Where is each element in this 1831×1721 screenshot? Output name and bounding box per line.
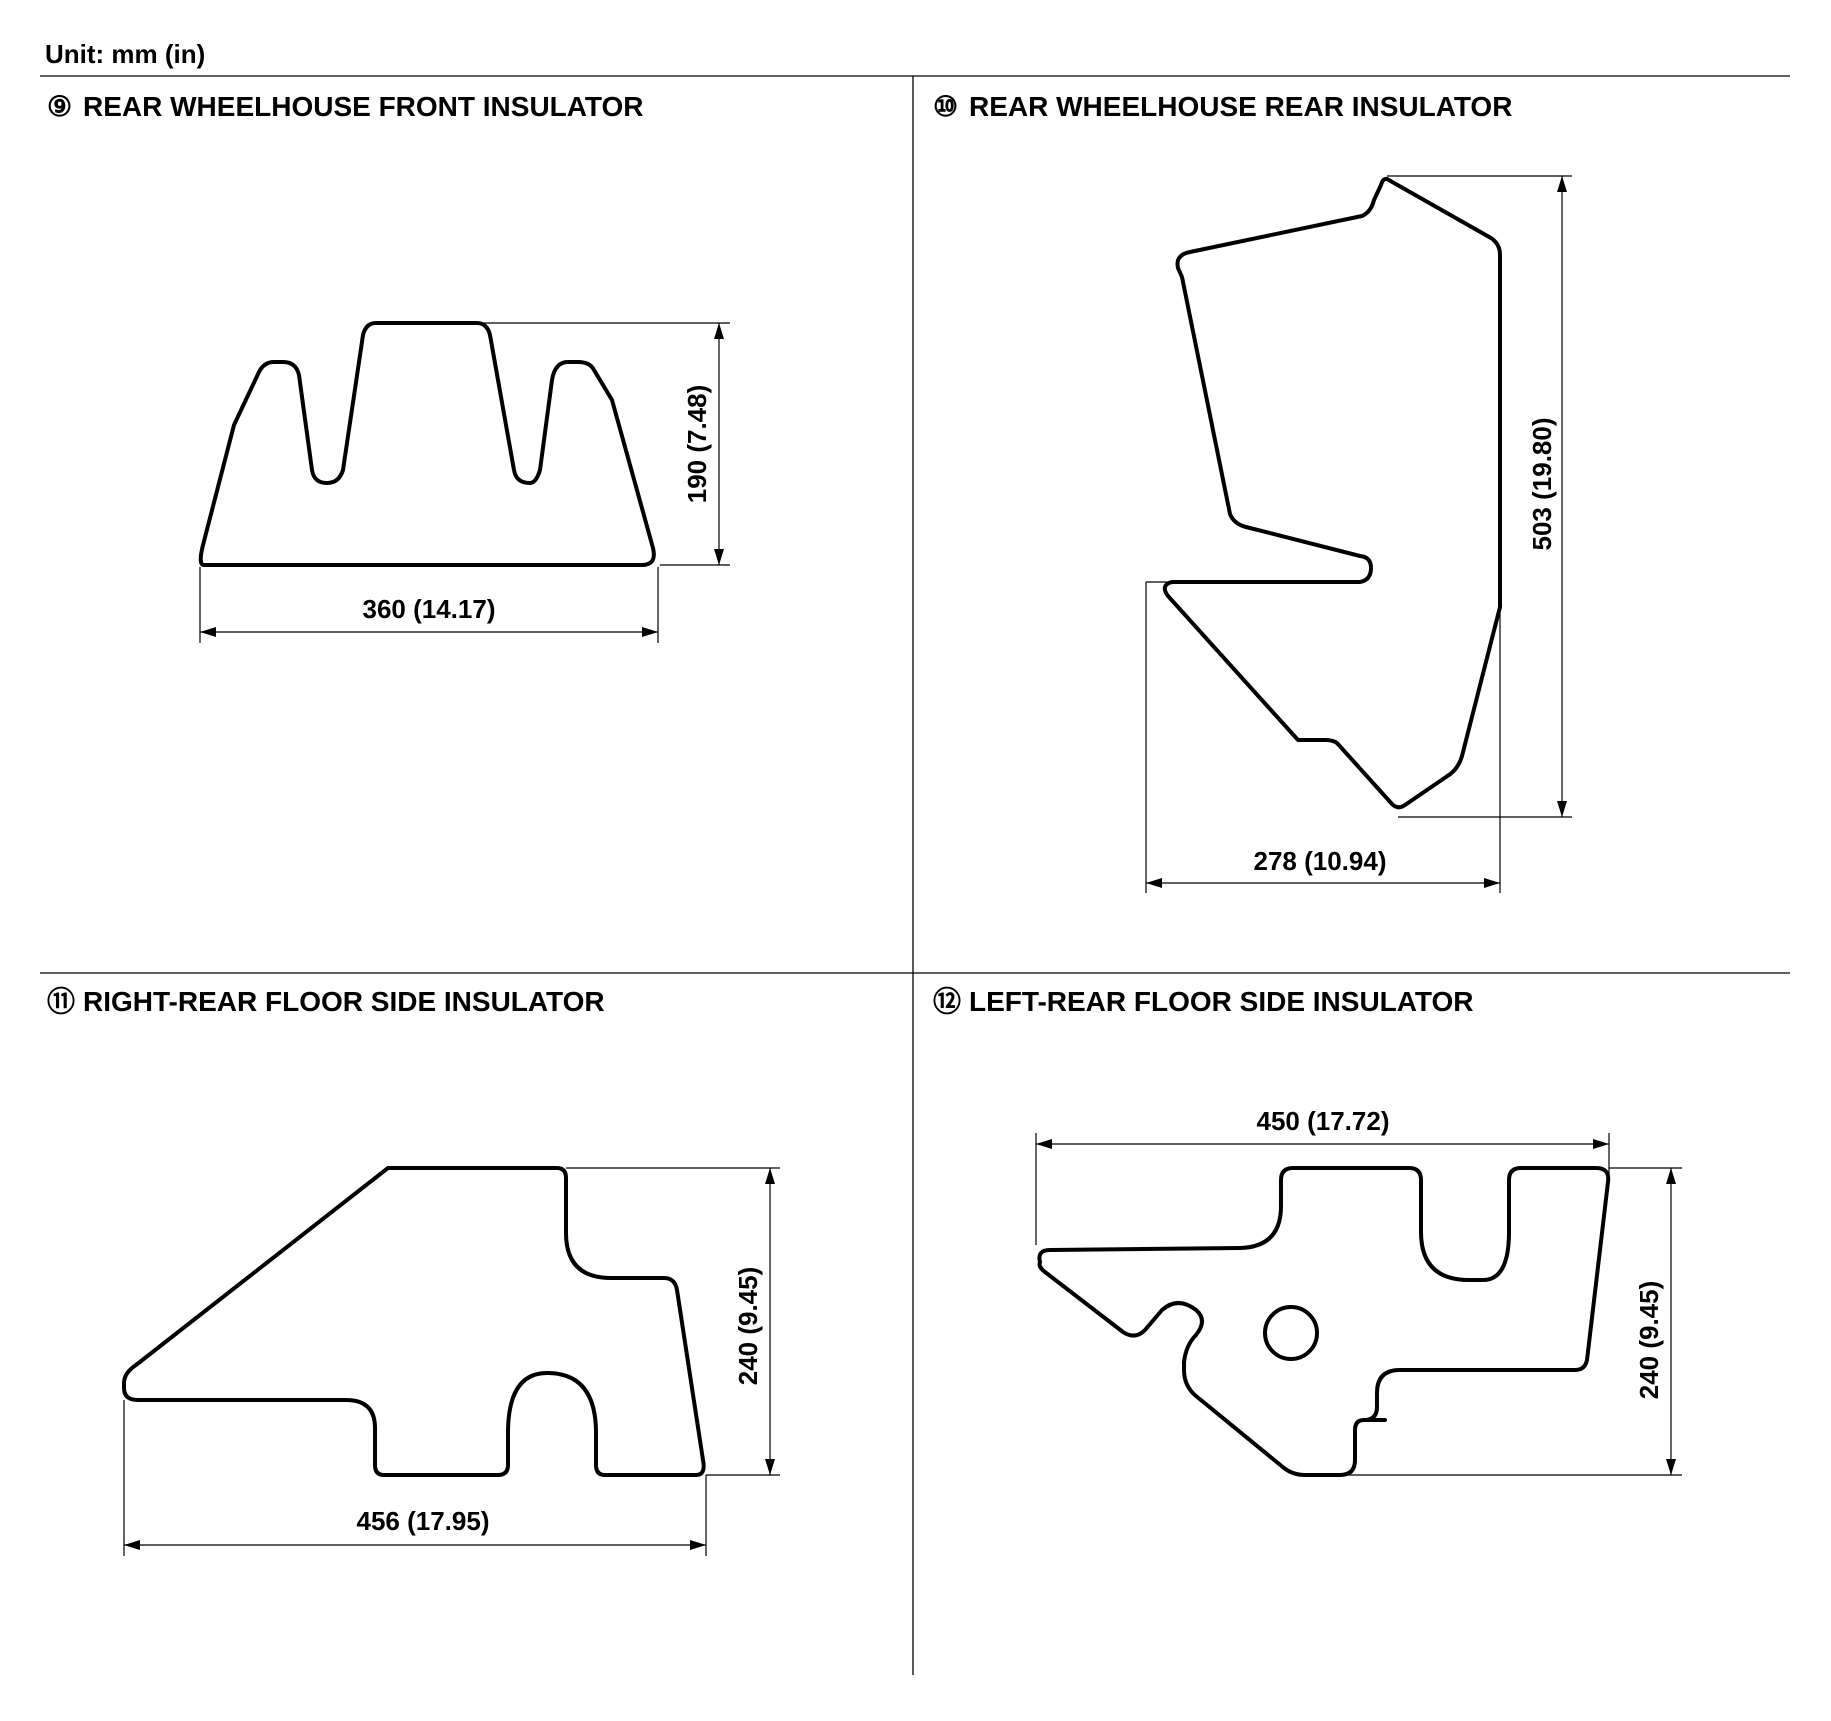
arrowhead (714, 549, 724, 565)
arrowhead (1666, 1168, 1676, 1184)
panel-number: ⑫ (933, 985, 961, 1017)
arrowhead (1146, 878, 1162, 888)
height-dimension-label: 190 (7.48) (682, 385, 712, 504)
arrowhead (642, 627, 658, 637)
height-dimension-label: 240 (9.45) (1634, 1281, 1664, 1400)
panel-title: RIGHT-REAR FLOOR SIDE INSULATOR (83, 986, 605, 1017)
arrowhead (690, 1540, 706, 1550)
arrowhead (200, 627, 216, 637)
arrowhead (765, 1459, 775, 1475)
arrowhead (765, 1168, 775, 1184)
panel-number: ⑨ (47, 91, 72, 122)
width-dimension-label: 278 (10.94) (1254, 846, 1387, 876)
height-dimension-label: 503 (19.80) (1527, 418, 1557, 551)
panel-title: LEFT-REAR FLOOR SIDE INSULATOR (969, 986, 1474, 1017)
panel-right-rear-floor-side-insulator: ⑪ RIGHT-REAR FLOOR SIDE INSULATOR 456 (1… (47, 985, 780, 1556)
height-dimension-label: 240 (9.45) (733, 1267, 763, 1386)
insulator-outline (1162, 176, 1502, 810)
width-dimension-label: 450 (17.72) (1257, 1106, 1390, 1136)
panel-title: REAR WHEELHOUSE FRONT INSULATOR (83, 91, 644, 122)
arrowhead (1557, 176, 1567, 192)
panel-left-rear-floor-side-insulator: ⑫ LEFT-REAR FLOOR SIDE INSULATOR 450 (17… (933, 985, 1682, 1477)
insulator-outline (122, 1166, 706, 1477)
mounting-hole (1263, 1305, 1319, 1361)
arrowhead (1557, 801, 1567, 817)
insulator-outline (1037, 1166, 1611, 1477)
width-dimension-label: 456 (17.95) (357, 1506, 490, 1536)
arrowhead (1036, 1139, 1052, 1149)
panel-rear-wheelhouse-front-insulator: ⑨ REAR WHEELHOUSE FRONT INSULATOR 360 (1… (47, 91, 730, 643)
arrowhead (714, 323, 724, 339)
arrowhead (124, 1540, 140, 1550)
panel-number: ⑪ (47, 985, 75, 1017)
arrowhead (1484, 878, 1500, 888)
unit-label: Unit: mm (in) (45, 39, 205, 69)
panel-title: REAR WHEELHOUSE REAR INSULATOR (969, 91, 1512, 122)
arrowhead (1593, 1139, 1609, 1149)
insulator-outline (198, 321, 656, 567)
width-dimension-label: 360 (14.17) (363, 594, 496, 624)
arrowhead (1666, 1459, 1676, 1475)
panel-rear-wheelhouse-rear-insulator: ⑩ REAR WHEELHOUSE REAR INSULATOR 278 (10… (933, 91, 1572, 893)
panel-number: ⑩ (933, 91, 958, 122)
